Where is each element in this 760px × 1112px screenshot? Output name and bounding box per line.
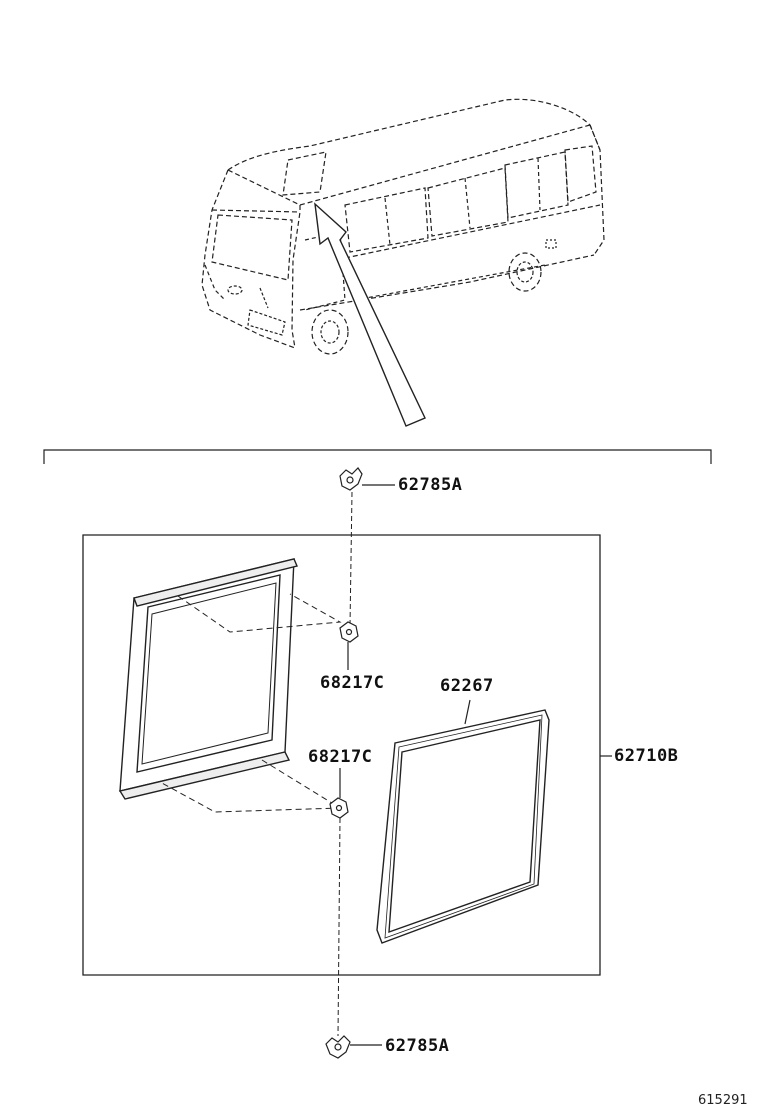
- lower-fastener: [329, 797, 349, 819]
- weatherstrip: [376, 709, 550, 944]
- bottom-clip-axis: [337, 817, 341, 1037]
- upper-fastener: [339, 621, 359, 643]
- label-weatherstrip: 62267: [440, 676, 494, 696]
- label-top-clip: 62785A: [398, 475, 463, 495]
- label-window-assembly: 62710B: [614, 746, 679, 766]
- top-clip-axis: [349, 491, 353, 627]
- bottom-clip: [325, 1035, 351, 1059]
- weatherstrip-leader: [464, 699, 471, 725]
- label-upper-fastener: 68217C: [320, 673, 385, 693]
- label-bottom-clip: 62785A: [385, 1036, 450, 1056]
- assembly-box: [82, 534, 601, 976]
- top-clip: [339, 467, 363, 491]
- figure-reference: 615291: [698, 1093, 748, 1108]
- section-bracket: [43, 449, 712, 464]
- bus-illustration: [201, 98, 605, 355]
- projection-lines: [159, 593, 342, 813]
- location-arrow: [314, 202, 426, 427]
- label-lower-fastener: 68217C: [308, 747, 373, 767]
- glass-panel: [118, 558, 298, 800]
